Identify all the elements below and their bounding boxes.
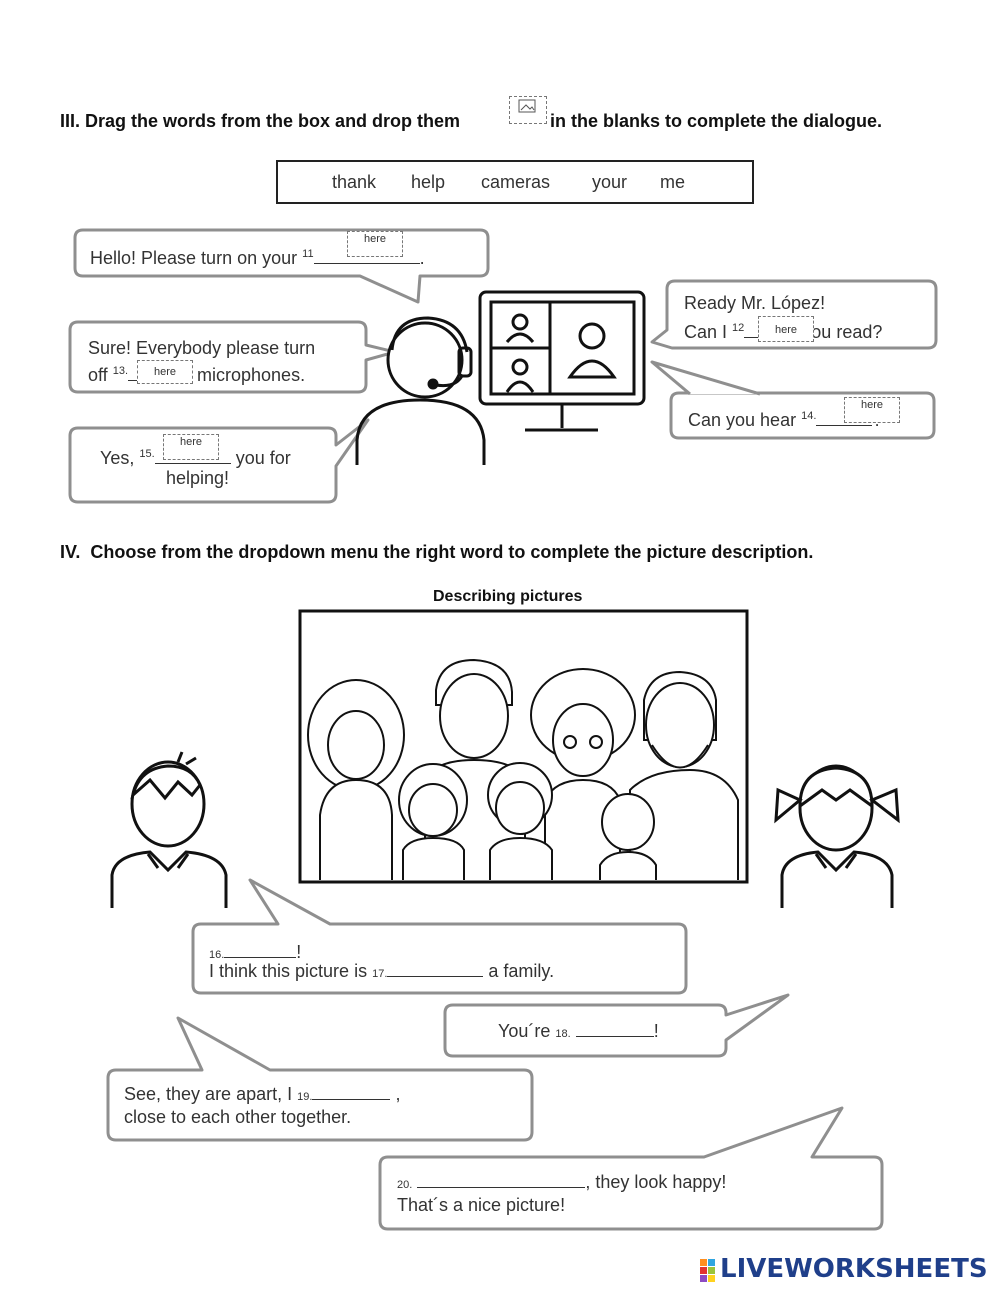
- blank-11-number: 11: [302, 248, 314, 260]
- brand-text: LIVEWORKSHEETS: [720, 1254, 988, 1284]
- select-19-number: 19.: [297, 1091, 313, 1103]
- drag-image-icon: [509, 96, 547, 124]
- bubble-11-text: Hello! Please turn on your 11.: [90, 242, 425, 270]
- teacher-with-headset-icon: [355, 316, 486, 465]
- bubble-14-tail: [650, 360, 761, 396]
- select-20-number: 20.: [397, 1179, 413, 1191]
- bubble-16-line-2: I think this picture is 17. a family.: [209, 958, 554, 986]
- picture-caption: Describing pictures: [433, 588, 583, 605]
- section-3-instruction-1: Drag the words from the box and drop the…: [85, 111, 461, 131]
- bubble-18-shape: [443, 993, 790, 1058]
- select-20[interactable]: [417, 1169, 586, 1188]
- bubble-19-line-1: See, they are apart, I 19. ,: [124, 1081, 400, 1109]
- word-cameras[interactable]: cameras: [481, 172, 551, 192]
- bubble-19-comma: ,: [395, 1084, 401, 1104]
- select-18-number: 18.: [555, 1028, 571, 1040]
- select-16-number: 16.: [209, 949, 225, 961]
- bubble-19-pre: See, they are apart, I: [124, 1084, 293, 1104]
- video-call-monitor-icon: [478, 290, 646, 432]
- bubble-12-line-1: Ready Mr. López!: [684, 293, 826, 313]
- section-4-heading: IV. Choose from the dropdown menu the ri…: [60, 542, 813, 563]
- boy-icon: [110, 751, 228, 908]
- bubble-15-line-1: Yes, 15. you for: [100, 442, 291, 470]
- blank-11-line: [313, 245, 420, 264]
- blank-12-number: 12: [732, 322, 745, 334]
- bubble-17-post: a family.: [488, 961, 555, 981]
- bubble-11-label: Hello! Please turn on your: [90, 248, 298, 268]
- section-4-instruction: Choose from the dropdown menu the right …: [90, 542, 814, 562]
- bubble-15-post: you for: [235, 448, 291, 468]
- family-illustration: [307, 658, 739, 880]
- bubble-14-pre: Can you hear: [688, 410, 797, 430]
- word-me[interactable]: me: [660, 172, 686, 192]
- select-16[interactable]: [224, 939, 297, 958]
- blank-15-line: [154, 445, 231, 464]
- bubble-12-shape: [650, 279, 938, 350]
- blank-14-line: [816, 407, 873, 426]
- liveworksheets-brand: LIVEWORKSHEETS: [698, 1254, 988, 1284]
- select-17[interactable]: [387, 958, 484, 977]
- bubble-16-line-1: 16.!: [209, 939, 301, 967]
- word-bank: thank help cameras your me: [276, 160, 754, 204]
- bubble-20-shape: [378, 1106, 884, 1231]
- bubble-20-line-1: 20. , they look happy!: [397, 1169, 726, 1197]
- bubble-20-post: , they look happy!: [585, 1172, 727, 1192]
- bubble-15-shape: [68, 418, 370, 504]
- bubble-16-shape: [191, 878, 688, 995]
- word-thank[interactable]: thank: [332, 172, 377, 192]
- bubble-20-line-2: That´s a nice picture!: [397, 1195, 566, 1215]
- word-help[interactable]: help: [411, 172, 446, 192]
- blank-13-number: 13.: [112, 365, 128, 377]
- bubble-13-line-2: off 13. microphones.: [88, 359, 305, 387]
- select-18[interactable]: [575, 1018, 654, 1037]
- bubble-13-pre: off: [88, 365, 108, 385]
- dropzone-11[interactable]: here: [347, 231, 403, 257]
- bubble-16-exclamation: !: [296, 942, 302, 962]
- bubble-18-pre: You´re: [498, 1021, 551, 1041]
- blank-15-number: 15.: [139, 448, 155, 460]
- bubble-15-line-2: helping!: [166, 468, 230, 488]
- section-3-instruction-2: in the blanks to complete the dialogue.: [550, 111, 883, 131]
- bubble-19-line-2: close to each other together.: [124, 1107, 352, 1127]
- bubble-18-text: You´re 18. !: [498, 1018, 659, 1046]
- dropzone-15[interactable]: here: [163, 434, 219, 460]
- dropzone-14[interactable]: here: [844, 397, 900, 423]
- bubble-11-period: .: [419, 248, 425, 268]
- bubble-17-pre: I think this picture is: [209, 961, 368, 981]
- bubble-12-pre: Can I: [684, 322, 728, 342]
- bubble-18-exclamation: !: [653, 1021, 659, 1041]
- blank-14-number: 14.: [801, 410, 817, 422]
- dropzone-13[interactable]: here: [137, 360, 193, 384]
- select-17-number: 17.: [372, 968, 388, 980]
- image-placeholder-icon: [518, 99, 536, 113]
- bubble-12-post: you read?: [802, 322, 883, 342]
- liveworksheets-logo-icon: [700, 1259, 715, 1282]
- section-4-number: IV.: [60, 542, 81, 562]
- section-3-number: III.: [60, 111, 81, 131]
- bubble-15-pre: Yes,: [100, 448, 135, 468]
- girl-icon: [774, 764, 900, 908]
- bubble-13-line-1: Sure! Everybody please turn: [88, 338, 316, 358]
- bubble-13-post: microphones.: [197, 365, 306, 385]
- dropzone-12[interactable]: here: [758, 316, 814, 342]
- bubble-19-shape: [106, 1016, 534, 1142]
- section-3-heading: III. Drag the words from the box and dro…: [60, 111, 460, 132]
- select-19[interactable]: [312, 1081, 391, 1100]
- bubble-12-line-2: Can I 12 you read?: [684, 316, 882, 344]
- word-your[interactable]: your: [592, 172, 628, 192]
